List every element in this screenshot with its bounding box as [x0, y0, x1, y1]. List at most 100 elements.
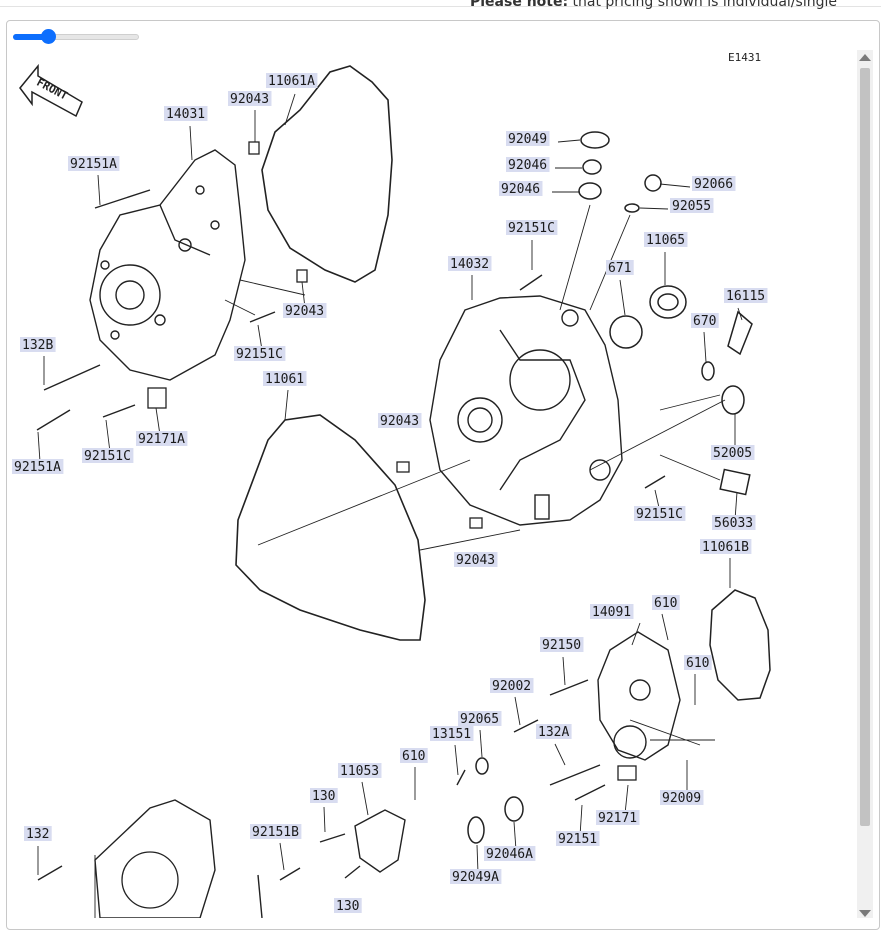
center-clutch-cover [429, 295, 623, 526]
part-label-bg [164, 106, 208, 121]
part-label-bg [724, 288, 768, 303]
part-label-92046a[interactable]: 92046A [484, 846, 536, 862]
part-label-11061[interactable]: 11061 [263, 371, 307, 387]
part-label-56033[interactable]: 56033 [712, 515, 756, 531]
part-label-92151[interactable]: 92151 [556, 831, 600, 847]
part-label-text: 14032 [450, 257, 489, 272]
part-label-bg [266, 73, 318, 88]
part-label-13151[interactable]: 13151 [430, 726, 474, 742]
part-label-130[interactable]: 130 [310, 788, 338, 804]
part-label-16115[interactable]: 16115 [724, 288, 768, 304]
part-label-132[interactable]: 132 [24, 826, 52, 842]
pricing-notice-bold: Please note: [470, 0, 569, 10]
part-label-92151a[interactable]: 92151A [12, 459, 64, 475]
part-labels: 14031 92043 11061A 92151A 92043 92151C 132B 921… [12, 73, 768, 914]
part-label-bg [652, 595, 680, 610]
top-divider [0, 6, 881, 7]
part-label-text: 92066 [694, 177, 733, 192]
part-label-92046[interactable]: 92046 [506, 157, 550, 173]
part-label-text: 92151B [252, 825, 299, 840]
part-label-92150[interactable]: 92150 [540, 637, 584, 653]
part-label-text: 92043 [285, 304, 324, 319]
part-label-text: 92043 [380, 414, 419, 429]
part-label-bg [684, 655, 712, 670]
part-label-bg [448, 256, 492, 271]
part-label-bg [24, 826, 52, 841]
leader-lines [37, 93, 743, 918]
part-label-92043[interactable]: 92043 [228, 91, 272, 107]
part-label-671[interactable]: 671 [606, 260, 634, 276]
part-label-bg [506, 220, 558, 235]
part-label-text: 92151C [636, 507, 683, 522]
diagram-scrollbar-thumb[interactable] [860, 68, 870, 826]
part-label-52005[interactable]: 52005 [711, 445, 755, 461]
part-label-bg [660, 790, 704, 805]
part-label-text: 11061B [702, 540, 749, 555]
part-label-92043[interactable]: 92043 [378, 413, 422, 429]
part-label-11061a[interactable]: 11061A [266, 73, 318, 89]
part-label-14031[interactable]: 14031 [164, 106, 208, 122]
part-label-bg [670, 198, 714, 213]
part-label-text: 16115 [726, 289, 765, 304]
part-label-11053[interactable]: 11053 [338, 763, 382, 779]
part-label-text: 11061 [265, 372, 304, 387]
gasket-11061b [709, 589, 771, 701]
scroll-down-arrow-icon[interactable] [859, 910, 871, 917]
bracket-11053 [354, 809, 406, 873]
part-label-92151a[interactable]: 92151A [68, 156, 120, 172]
part-label-text: 132A [538, 725, 569, 740]
part-label-130[interactable]: 130 [334, 898, 362, 914]
part-label-610[interactable]: 610 [652, 595, 680, 611]
part-label-132a[interactable]: 132A [536, 724, 572, 740]
part-label-92009[interactable]: 92009 [660, 790, 704, 806]
left-engine-cover [89, 149, 246, 381]
part-label-92171[interactable]: 92171 [596, 810, 640, 826]
part-label-92002[interactable]: 92002 [490, 678, 534, 694]
part-label-92151c[interactable]: 92151C [234, 346, 286, 362]
part-label-bg [458, 711, 502, 726]
part-label-92049a[interactable]: 92049A [450, 869, 502, 885]
part-label-14032[interactable]: 14032 [448, 256, 492, 272]
zoom-slider-thumb[interactable] [41, 29, 57, 44]
part-label-text: 11053 [340, 764, 379, 779]
part-label-text: 92171A [138, 432, 185, 447]
part-label-92151c[interactable]: 92151C [82, 448, 134, 464]
part-label-92046[interactable]: 92046 [499, 181, 543, 197]
part-label-text: 132 [26, 827, 49, 842]
diagram-code: E1431 [728, 51, 761, 64]
part-label-14091[interactable]: 14091 [590, 604, 634, 620]
part-label-11061b[interactable]: 11061B [700, 539, 752, 555]
part-label-text: 92046A [486, 847, 533, 862]
part-label-bg [82, 448, 134, 463]
part-label-92043[interactable]: 92043 [283, 303, 327, 319]
part-label-text: 610 [686, 656, 709, 671]
part-label-92049[interactable]: 92049 [506, 131, 550, 147]
part-label-text: 610 [654, 596, 677, 611]
part-label-bg [136, 431, 188, 446]
part-label-11065[interactable]: 11065 [644, 232, 688, 248]
part-label-text: 92150 [542, 638, 581, 653]
part-label-92043[interactable]: 92043 [454, 552, 498, 568]
part-label-670[interactable]: 670 [691, 313, 719, 329]
front-arrow-icon: FRONT [19, 63, 83, 118]
part-label-92151c[interactable]: 92151C [506, 220, 558, 236]
part-label-bg [506, 131, 550, 146]
part-label-610[interactable]: 610 [684, 655, 712, 671]
part-label-bg [334, 898, 362, 913]
part-label-bg [540, 637, 584, 652]
part-label-92055[interactable]: 92055 [670, 198, 714, 214]
part-label-bg [484, 846, 536, 861]
part-label-92171a[interactable]: 92171A [136, 431, 188, 447]
part-label-610[interactable]: 610 [400, 748, 428, 764]
part-label-text: 92151A [14, 460, 61, 475]
part-label-text: 92065 [460, 712, 499, 727]
part-label-bg [338, 763, 382, 778]
part-label-92151c[interactable]: 92151C [634, 506, 686, 522]
part-label-92151b[interactable]: 92151B [250, 824, 302, 840]
scroll-up-arrow-icon[interactable] [859, 54, 871, 61]
part-label-bg [499, 181, 543, 196]
part-label-132b[interactable]: 132B [20, 337, 56, 353]
part-label-92066[interactable]: 92066 [692, 176, 736, 192]
parts-diagram: E1431 FRONT [12, 51, 771, 918]
part-label-92065[interactable]: 92065 [458, 711, 502, 727]
